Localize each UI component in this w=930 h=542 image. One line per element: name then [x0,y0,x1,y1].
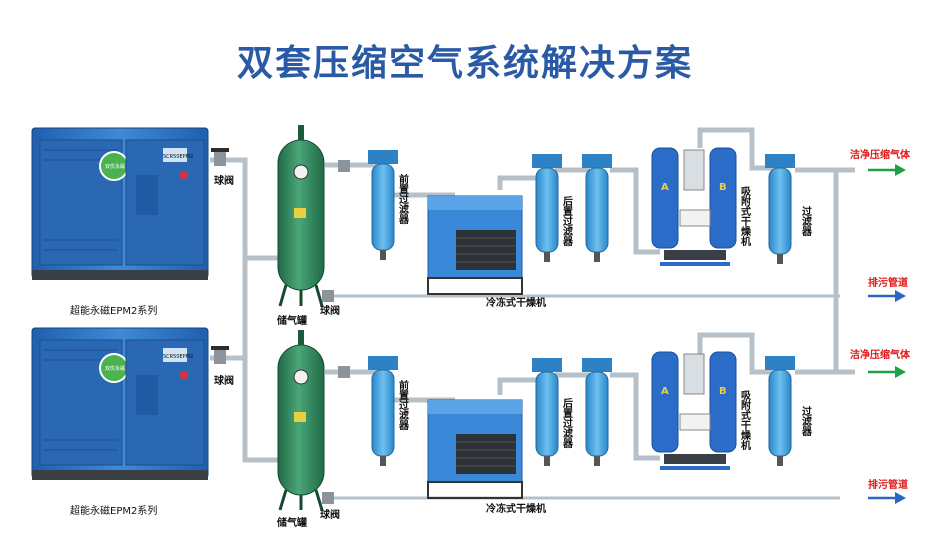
final-filter-label-1: 过滤器 [800,205,813,237]
pipe-adsdryer1-finalfilter1 [697,127,780,171]
tank-label-1: 储气罐 [276,314,307,327]
control-panel-screen [163,348,187,362]
blue-arrow-icon [868,492,906,504]
emergency-stop-icon [180,371,188,379]
tower-b-label: B [719,182,727,193]
ball-valve-icon [322,492,334,504]
pre-filter-label-2: 前置过滤器 [397,379,410,431]
compressor-label-1: 超能永磁EPM2系列 [70,304,157,317]
pipe-comp2-manifold [210,258,248,361]
green-arrow-icon [868,366,906,378]
pressure-gauge-icon [293,369,309,385]
blue-arrow-icon [868,290,906,302]
drain-label-2: 排污管道 [868,478,908,491]
post-filter-2a [532,358,562,466]
ads-dryer-label-2: 吸附式干燥机 [739,390,751,451]
ball-valve-icon [211,148,229,166]
tower-b-label: B [719,386,727,397]
page-title: 双套压缩空气系统解决方案 [236,43,693,84]
post-filter-label-1: 后置过滤器 [561,195,574,247]
badge-label: 双优永磁 [105,365,125,372]
tank-label-2: 储气罐 [276,516,307,529]
panel-model-label: SCR50EPM2 [163,154,193,160]
air-compressor-2 [31,327,209,480]
pressure-gauge-icon [293,164,309,180]
ball-valve-label: 球阀 [214,374,234,387]
pipe-comp2-tank2 [242,358,282,463]
clean-air-label-1: 洁净压缩气体 [850,148,911,161]
ball-valve-icon [211,346,229,364]
nameplate-icon [294,208,306,218]
drain-label-1: 排污管道 [868,276,908,289]
pipe-dryer1-postfilter1 [497,175,540,190]
pre-filter-label-1: 前置过滤器 [397,173,410,225]
post-filter-2b [582,358,612,466]
refrigerated-dryer-2 [427,399,523,499]
post-filter-label-2: 后置过滤器 [561,397,574,449]
compressor-label-2: 超能永磁EPM2系列 [70,504,157,517]
final-filter-label-2: 过滤器 [800,405,813,437]
ball-valve-icon [322,290,334,302]
tower-a-label: A [661,386,669,397]
ads-dryer-label-1: 吸附式干燥机 [739,186,751,247]
air-receiver-tank-2 [277,330,325,511]
emergency-stop-icon [180,171,188,179]
final-filter-1 [765,154,795,264]
adsorption-dryer-1 [651,147,737,266]
ball-valve-label: 球阀 [320,508,340,521]
air-compressor-1 [31,127,209,280]
post-filter-1b [582,154,612,262]
nameplate-icon [294,412,306,422]
pre-filter-1 [368,150,398,260]
ball-valve-icon [338,160,350,172]
post-filter-1a [532,154,562,262]
green-arrow-icon [868,164,906,176]
ref-dryer-label-2: 冷冻式干燥机 [486,502,546,515]
ball-valve-label: 球阀 [214,174,234,187]
air-receiver-tank-1 [277,125,325,307]
refrigerated-dryer-1 [427,195,523,295]
ball-valve-icon [338,366,350,378]
pipework [210,127,855,500]
badge-label: 双优永磁 [105,163,125,170]
panel-model-label: SCR50EPM2 [163,354,193,360]
ref-dryer-label-1: 冷冻式干燥机 [486,296,546,309]
ball-valve-label: 球阀 [320,304,340,317]
pipe-comp1-tank1 [210,157,282,261]
final-filter-2 [765,356,795,466]
control-panel-screen [163,148,187,162]
pre-filter-2 [368,356,398,466]
adsorption-dryer-2 [651,351,737,470]
clean-air-label-2: 洁净压缩气体 [850,348,911,361]
tower-a-label: A [661,182,669,193]
